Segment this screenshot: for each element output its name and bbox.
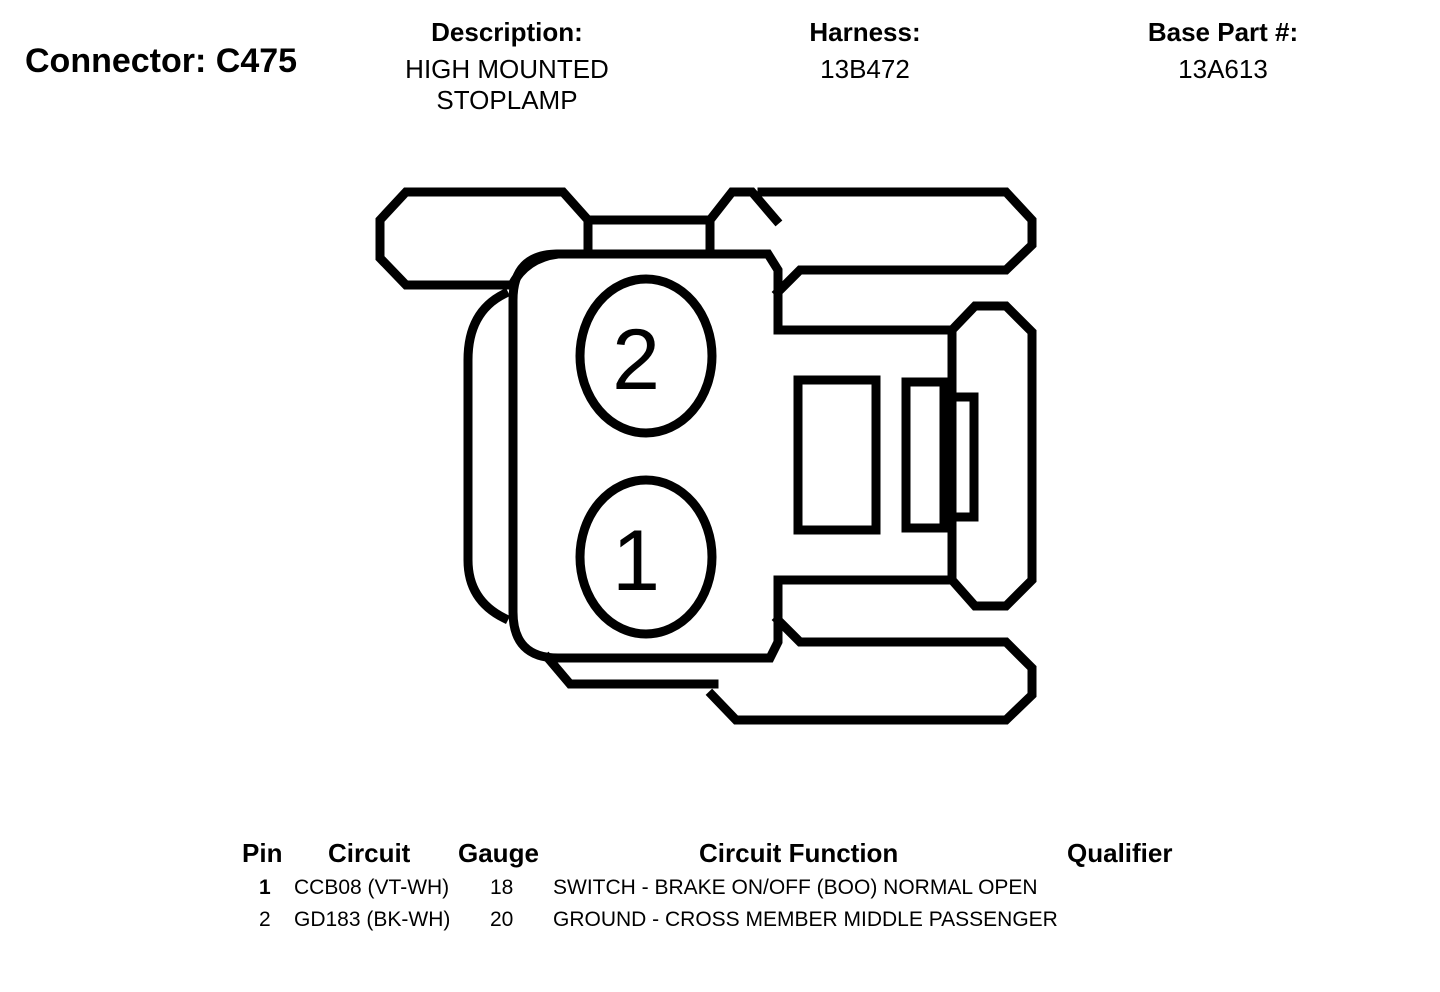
row-1-function: SWITCH - BRAKE ON/OFF (BOO) NORMAL OPEN xyxy=(553,876,1038,899)
top-small-tab xyxy=(703,187,783,227)
top-left-latch xyxy=(375,187,593,290)
base-part-value: 13A613 xyxy=(1178,54,1268,84)
top-lock-bar xyxy=(583,215,715,259)
row-1-pin: 1 xyxy=(259,876,271,899)
bottom-rail xyxy=(541,651,719,689)
pin-cavity-2 xyxy=(575,274,717,438)
right-latch xyxy=(945,301,1037,611)
pin-label-2: 2 xyxy=(612,312,660,408)
header-qualifier: Qualifier xyxy=(1067,838,1173,868)
harness-label: Harness: xyxy=(809,17,921,47)
description-label: Description: xyxy=(431,17,583,47)
header-circuit: Circuit xyxy=(328,838,411,868)
keying-slot-nub xyxy=(939,392,979,522)
keying-slot-left xyxy=(793,375,881,535)
harness-block: Harness: 13B472 xyxy=(809,16,920,85)
base-part-label: Base Part #: xyxy=(1147,17,1299,47)
description-value: HIGH MOUNTED STOPLAMP xyxy=(405,54,609,115)
row-2-circuit: GD183 (BK-WH) xyxy=(294,908,451,931)
row-2-function: GROUND - CROSS MEMBER MIDDLE PASSENGER xyxy=(553,908,1058,931)
top-right-arm xyxy=(757,187,1037,299)
pin-label-1: 1 xyxy=(612,513,660,609)
description-block: Description: HIGH MOUNTED STOPLAMP xyxy=(405,16,609,116)
row-2-pin: 2 xyxy=(259,908,271,931)
row-1-gauge: 18 xyxy=(490,876,514,899)
header-gauge: Gauge xyxy=(458,838,539,868)
header-circuit-function: Circuit Function xyxy=(699,838,899,868)
pin-cavity-1 xyxy=(575,475,717,639)
row-1-circuit: CCB08 (VT-WH) xyxy=(294,876,450,899)
base-part-block: Base Part #: 13A613 xyxy=(1148,16,1298,85)
left-rib xyxy=(463,287,511,625)
connector-title: Connector: C475 xyxy=(25,42,298,80)
header-pin: Pin xyxy=(242,838,283,868)
bottom-right-arm xyxy=(705,613,1037,725)
housing-body xyxy=(508,249,957,663)
row-2-gauge: 20 xyxy=(490,908,514,931)
harness-value: 13B472 xyxy=(820,54,910,84)
keying-slot-right xyxy=(901,377,949,533)
